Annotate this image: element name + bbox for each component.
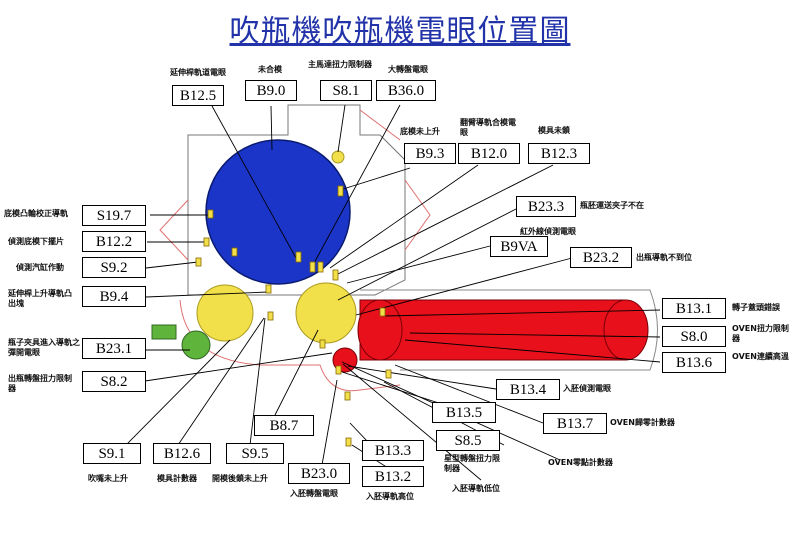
label-inlet-low: 入胚導軌低位 [452, 484, 500, 493]
sensor-box-b9-4: B9.4 [82, 286, 146, 307]
sensor-box-b23-2: B23.2 [570, 247, 632, 268]
label-b13-6: OVEN連續高溫 [732, 352, 789, 361]
sensor-box-b13-4: B13.4 [496, 379, 560, 400]
label-b12-0: 翻臂導軌合模電眼 [460, 118, 516, 137]
sensor-box-s19-7: S19.7 [82, 205, 146, 226]
label-s19-7: 底模凸輪校正導軌 [4, 209, 68, 218]
green-block [151, 324, 177, 340]
label-s9-5: 開模後鎖未上升 [212, 474, 268, 483]
label-b12-2: 偵測底模下擺片 [8, 237, 64, 246]
sensor-box-b8-7: B8.7 [254, 415, 314, 436]
transfer-star-wheel [295, 282, 357, 344]
label-b13-1: 轉子蓋頭錯誤 [732, 303, 780, 312]
sensor-box-b13-7: B13.7 [543, 413, 607, 434]
sensor-box-b12-5: B12.5 [172, 85, 224, 106]
small-yellow-sensor [331, 150, 345, 164]
label-b23-2: 出瓶導軌不到位 [636, 253, 692, 262]
sensor-box-b13-6: B13.6 [662, 352, 726, 373]
sensor-box-b13-2: B13.2 [362, 466, 424, 487]
sensor-box-s9-2: S9.2 [82, 257, 146, 278]
sensor-box-b13-1: B13.1 [662, 298, 726, 319]
label-b36-0: 大轉盤電眼 [388, 65, 428, 74]
frame-diamond-right [404, 179, 431, 251]
oven-track-outline [360, 289, 658, 371]
sensor-box-s8-1: S8.1 [320, 80, 372, 101]
label-oven-zero: OVEN零點計數器 [548, 458, 613, 467]
sensor-box-s9-5: S9.5 [226, 443, 284, 464]
label-b12-3: 模具未鎖 [538, 126, 570, 135]
label-b9-3: 底模未上升 [400, 127, 440, 136]
sensor-box-b23-0: B23.0 [288, 463, 350, 484]
sensor-box-b12-6: B12.6 [153, 443, 211, 464]
label-s8-1: 主馬達扭力限制器 [308, 60, 372, 69]
sensor-box-s8-0: S8.0 [662, 326, 726, 347]
blow-wheel [205, 139, 351, 285]
oven-end-right [603, 299, 649, 361]
sensor-box-b9-3: B9.3 [404, 143, 456, 164]
label-b9-0: 未合模 [258, 65, 282, 74]
label-b9-4: 延伸桿上升導軌凸出塊 [8, 289, 72, 308]
label-s8-5: 星型轉盤扭力限制器 [444, 454, 500, 473]
sensor-box-b36-0: B36.0 [376, 80, 436, 101]
sensor-box-s9-1: S9.1 [83, 443, 141, 464]
frame-diamond-left [159, 199, 189, 261]
label-b13-7: OVEN歸零計數器 [610, 418, 675, 427]
outlet-star-wheel [196, 284, 254, 342]
page-title: 吹瓶機吹瓶機電眼位置圖 [229, 14, 571, 49]
sensor-box-b9-0: B9.0 [245, 80, 297, 101]
label-s8-2: 出瓶轉盤扭力限制器 [8, 374, 72, 393]
label-s9-2: 偵測汽缸作動 [16, 263, 64, 272]
sensor-box-b9va: B9VA [490, 236, 548, 257]
sensor-box-b12-3: B12.3 [528, 143, 590, 164]
green-wheel [181, 330, 211, 360]
label-b12-6: 模具計數器 [157, 474, 197, 483]
leader-lines [125, 104, 661, 481]
sensor-markers [195, 185, 392, 447]
sensor-box-b23-1: B23.1 [82, 338, 146, 359]
sensor-box-b13-5: B13.5 [432, 402, 496, 423]
label-s9-1: 吹嘴未上升 [88, 474, 128, 483]
frame-top-diagonal [359, 109, 401, 141]
label-b23-3: 瓶胚運送夾子不在 [580, 201, 644, 210]
label-s8-0: OVEN扭力限制器 [732, 324, 789, 343]
label-b23-1: 瓶子夾具進入導軌之彈開電眼 [8, 338, 80, 357]
label-b9va: 紅外線偵測電眼 [520, 227, 576, 236]
sensor-box-b12-2: B12.2 [82, 231, 146, 252]
label-b23-0: 入胚轉盤電眼 [290, 489, 338, 498]
sensor-box-b23-3: B23.3 [516, 196, 576, 217]
oven-body [359, 299, 626, 361]
oven-end-left [357, 299, 403, 361]
sensor-box-s8-2: S8.2 [82, 371, 146, 392]
label-b13-4: 入胚偵測電眼 [563, 384, 611, 393]
sensor-box-s8-5: S8.5 [436, 430, 500, 451]
sensor-box-b12-0: B12.0 [458, 143, 520, 164]
label-b12-5: 延伸桿軌道電眼 [170, 68, 226, 77]
label-b13-2: 入胚導軌高位 [366, 492, 414, 501]
sensor-box-b13-3: B13.3 [362, 440, 424, 461]
